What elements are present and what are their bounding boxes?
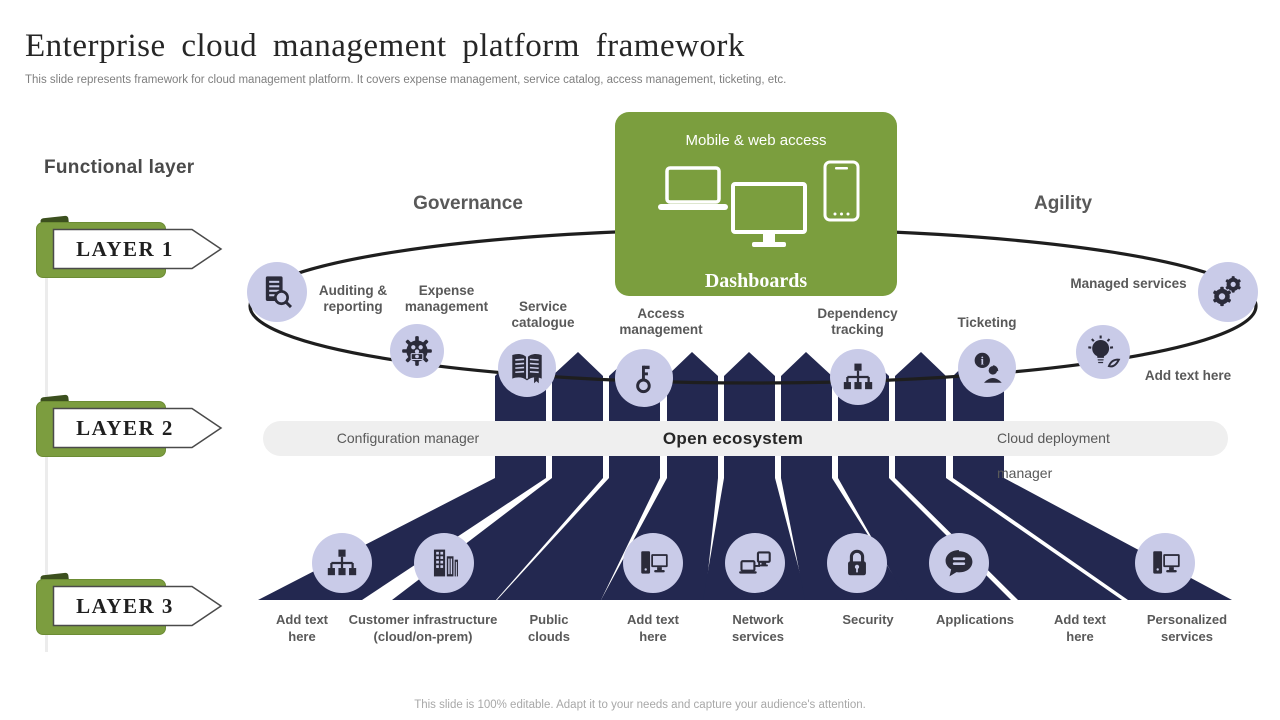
ring-item: i — [958, 339, 1016, 397]
configuration-manager-label: Configuration manager — [336, 430, 480, 446]
ring-label: Auditing & reporting — [318, 283, 388, 314]
ring-item — [1076, 325, 1130, 379]
support-person-icon: i — [974, 352, 1002, 383]
ring-label: Expense management — [404, 283, 489, 314]
ring-item — [498, 339, 556, 397]
idea-bulb-icon — [1088, 335, 1121, 368]
hierarchy-icon — [843, 363, 873, 390]
layer-1-label: LAYER 1 — [76, 237, 174, 261]
floor-label: Customer infrastructure (cloud/on-prem) — [348, 612, 498, 644]
floor-item — [725, 533, 785, 593]
floor-label: Applications — [935, 612, 1014, 627]
devices-network-icon — [739, 551, 771, 574]
ring-item — [830, 349, 886, 405]
hierarchy-icon — [327, 549, 357, 576]
open-ecosystem-label: Open ecosystem — [662, 429, 804, 448]
floor-item — [1135, 533, 1195, 593]
footer-note: This slide is 100% editable. Adapt it to… — [414, 699, 866, 711]
ring-label: Add text here — [1144, 368, 1232, 383]
ring-label: Access management — [619, 306, 703, 337]
mobile-web-access-label: Mobile & web access — [685, 132, 827, 149]
pc-monitor-icon — [641, 551, 668, 574]
floor-label: Add text here — [1054, 612, 1106, 644]
floor-item — [827, 533, 887, 593]
governance-label: Governance — [413, 193, 523, 214]
cloud-deployment-manager-label: Cloud deployment manager — [997, 430, 1110, 481]
ring-label: Service catalogue — [511, 299, 575, 330]
floor-label: Add text here — [627, 612, 679, 644]
key-icon — [636, 365, 651, 394]
floor-label: Security — [842, 612, 894, 627]
laptop-icon — [658, 166, 728, 210]
floor-item — [623, 533, 683, 593]
ring-label: Ticketing — [957, 315, 1017, 330]
pc-monitor-icon — [1153, 551, 1180, 574]
floor-item — [929, 533, 989, 593]
floor-label: Network services — [731, 612, 785, 644]
badge-arrow-shape — [52, 585, 223, 627]
dashboards-box: Mobile & web access Dashboards — [615, 112, 897, 296]
page-subtitle: This slide represents framework for clou… — [25, 74, 787, 86]
floor-item — [414, 533, 474, 593]
ring-item — [247, 262, 307, 322]
chat-bubble-icon — [945, 550, 973, 577]
badge-arrow-shape — [52, 407, 223, 449]
dashboards-label: Dashboards — [704, 270, 808, 292]
expense-gear-icon — [402, 336, 432, 366]
ring-label: Managed services — [1070, 276, 1187, 291]
gears-icon — [1213, 276, 1241, 307]
ecosystem-band: Configuration manager Open ecosystem Clo… — [263, 421, 1228, 481]
functional-layer-heading: Functional layer — [44, 157, 195, 178]
layer-2-badge: LAYER 2 — [36, 394, 236, 461]
ring-item — [390, 324, 444, 378]
desktop-icon — [731, 182, 807, 247]
svg-text:i: i — [981, 354, 985, 367]
layer-2-label: LAYER 2 — [76, 416, 174, 440]
column-fan — [258, 352, 1232, 600]
open-book-icon — [512, 353, 542, 384]
ring-item — [615, 349, 673, 407]
layer-3-badge: LAYER 3 — [36, 572, 236, 639]
audit-report-icon — [265, 276, 292, 309]
lock-icon — [848, 549, 866, 576]
agility-label: Agility — [1033, 193, 1093, 214]
ring-item — [1198, 262, 1258, 322]
floor-label: Public clouds — [528, 612, 570, 644]
smartphone-icon — [823, 160, 860, 222]
floor-label: Personalized services — [1146, 612, 1228, 644]
badge-arrow-shape — [52, 228, 223, 270]
page-title: Enterprise cloud management platform fra… — [25, 28, 745, 64]
ring-label: Dependency tracking — [817, 306, 898, 337]
device-icons — [658, 160, 860, 247]
buildings-icon — [433, 549, 458, 577]
floor-item — [312, 533, 372, 593]
layer-3-label: LAYER 3 — [76, 594, 174, 618]
floor-label: Add text here — [276, 612, 328, 644]
layer-1-badge: LAYER 1 — [36, 215, 236, 282]
